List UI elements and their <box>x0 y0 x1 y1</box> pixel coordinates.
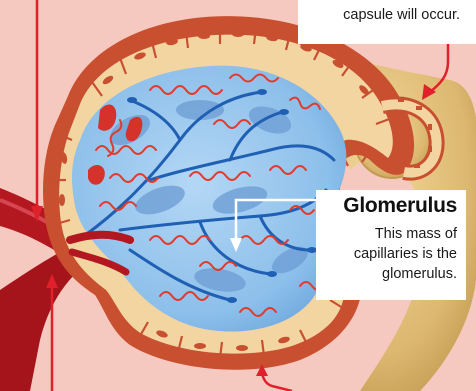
capsule-callout-text: capsule will occur. <box>343 7 460 23</box>
glomerulus-callout-title: Glomerulus <box>343 194 457 218</box>
glomerulus-callout-body: This mass of capillaries is the glomerul… <box>317 224 457 284</box>
glomerulus-callout: Glomerulus This mass of capillaries is t… <box>316 190 466 300</box>
capsule-callout: capsule will occur. <box>298 0 476 44</box>
glomerulus-callout-line: capillaries is the <box>317 244 457 264</box>
glomerulus-callout-line: glomerulus. <box>317 264 457 284</box>
glomerulus-callout-line: This mass of <box>317 224 457 244</box>
